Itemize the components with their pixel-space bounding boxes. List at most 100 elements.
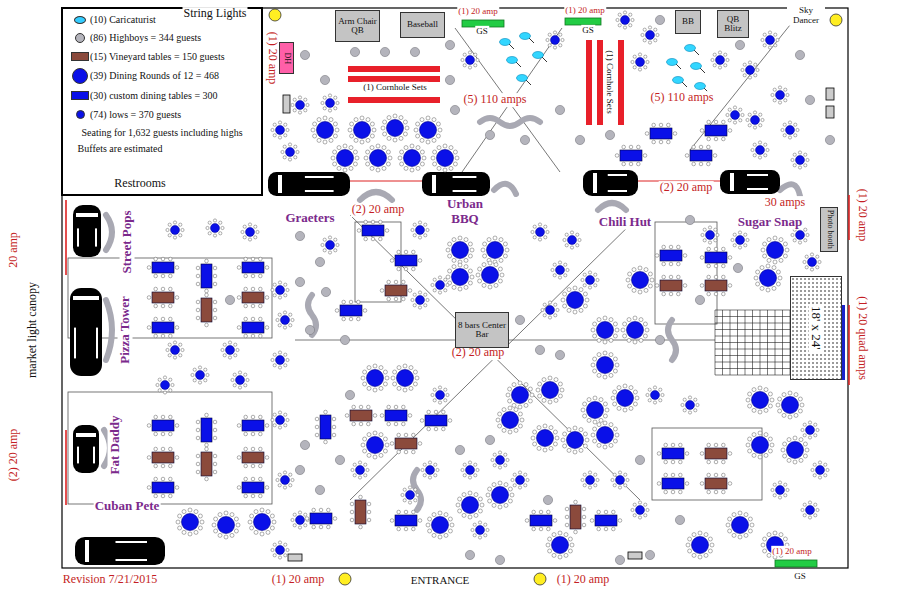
chair: [768, 31, 771, 34]
cornhole-board: [618, 40, 624, 125]
highboy: [515, 315, 524, 324]
chair: [254, 236, 257, 239]
chair: [532, 510, 536, 514]
chair: [623, 384, 627, 388]
custom-table: [660, 250, 682, 261]
chair: [448, 242, 452, 246]
chair: [547, 527, 551, 531]
chair: [367, 422, 371, 426]
chair: [414, 499, 417, 502]
chair: [196, 462, 200, 466]
chair: [420, 162, 424, 166]
chair: [739, 119, 742, 122]
chair: [683, 398, 686, 401]
chair: [597, 510, 601, 514]
highboy: [605, 130, 614, 139]
chair: [213, 436, 217, 440]
chair: [251, 334, 255, 338]
chair: [741, 113, 744, 116]
chair: [353, 474, 356, 477]
chair: [453, 162, 457, 166]
chair: [446, 248, 450, 252]
chair: [474, 513, 478, 517]
chair: [327, 508, 331, 512]
chair: [613, 473, 616, 476]
chair: [181, 348, 184, 351]
chair: [778, 409, 782, 413]
chair: [531, 230, 534, 233]
chair: [161, 257, 165, 261]
chair: [644, 288, 648, 292]
game-booth: BB: [675, 10, 701, 34]
chair: [733, 121, 736, 124]
chair: [609, 338, 613, 342]
chair: [373, 455, 377, 459]
chair: [420, 118, 424, 122]
chair: [464, 258, 468, 262]
chair: [639, 318, 643, 322]
chair: [463, 64, 466, 67]
chair: [169, 334, 173, 338]
chair: [583, 292, 587, 296]
dining-round: [552, 537, 569, 554]
chair: [804, 153, 807, 156]
chair: [664, 490, 668, 494]
chair: [568, 549, 572, 553]
chair: [193, 379, 196, 382]
chair: [593, 396, 597, 400]
chair: [553, 31, 556, 34]
custom-table: [705, 125, 727, 136]
chair: [498, 451, 501, 454]
chair: [536, 388, 540, 392]
low-table: [276, 546, 285, 555]
chair: [418, 442, 422, 446]
chair: [618, 486, 621, 489]
chair: [804, 164, 807, 167]
low-table: [276, 356, 285, 365]
chair: [394, 422, 398, 426]
chair: [288, 143, 291, 146]
chair: [641, 33, 644, 36]
chair: [161, 477, 165, 481]
chair: [561, 438, 565, 442]
chair: [237, 424, 241, 428]
chair: [154, 477, 158, 481]
chair: [404, 510, 408, 514]
chair: [544, 236, 547, 239]
caricaturist: [507, 57, 518, 64]
food-truck: [720, 170, 780, 194]
food-truck: [422, 172, 490, 196]
caricaturist: [685, 45, 696, 52]
chair: [334, 107, 337, 110]
chair: [352, 422, 356, 426]
chair: [788, 391, 792, 395]
plan-label: (1) 20 amp: [265, 31, 279, 86]
legend-swatch: [71, 91, 89, 100]
chair: [357, 317, 361, 321]
buffet-line: [480, 118, 540, 126]
chair: [403, 120, 407, 124]
chair: [784, 88, 787, 91]
plan-label: market light canopy: [26, 281, 40, 379]
caricaturist-pointer: [682, 82, 687, 87]
chair: [212, 523, 216, 527]
chair: [353, 463, 356, 466]
highboy: [645, 550, 654, 559]
chair: [692, 553, 696, 557]
chair: [568, 537, 572, 541]
floor-grid: [715, 355, 790, 356]
cornhole-board: [348, 66, 440, 72]
chair: [228, 356, 231, 359]
chair: [175, 456, 179, 460]
dining-round: [432, 517, 449, 534]
chair: [671, 460, 675, 464]
chair: [236, 348, 239, 351]
low-table: [516, 476, 525, 485]
chair: [248, 238, 251, 241]
chair: [452, 285, 456, 289]
chair: [613, 369, 617, 373]
chair: [376, 144, 380, 148]
plan-label: (2) 20 amp: [351, 203, 406, 217]
chair: [554, 303, 557, 306]
custom-table: [530, 515, 552, 526]
